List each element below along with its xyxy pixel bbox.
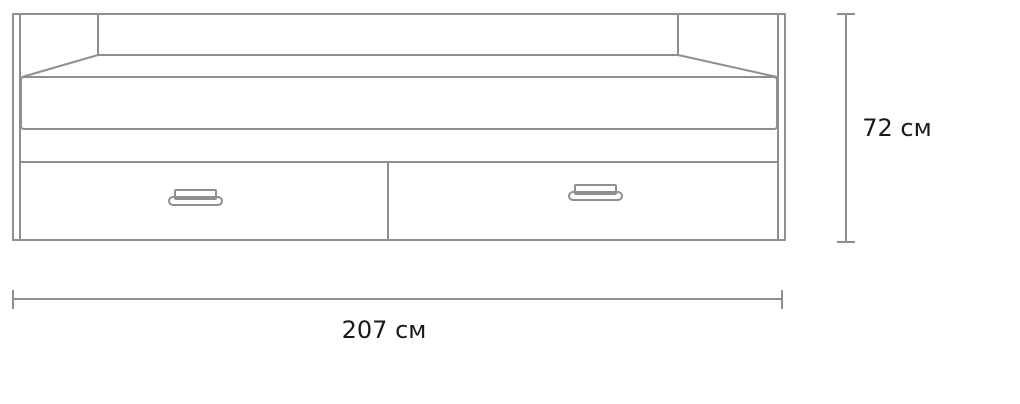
- backrest-left-slope: [21, 54, 99, 78]
- bed-frame: [12, 13, 786, 241]
- backrest: [21, 14, 778, 78]
- drawer-right: [568, 184, 623, 201]
- drawer-left: [168, 162, 389, 240]
- height-dimension-line: [837, 13, 855, 243]
- mattress: [20, 76, 778, 130]
- height-label: 72 см: [862, 114, 931, 142]
- width-label: 207 см: [342, 316, 427, 344]
- width-dimension-line: [12, 290, 783, 309]
- drawer-left-handle: [168, 189, 223, 206]
- frame-outline: [12, 13, 786, 241]
- backrest-right-slope: [677, 54, 778, 78]
- drawer-right-handle: [568, 184, 623, 201]
